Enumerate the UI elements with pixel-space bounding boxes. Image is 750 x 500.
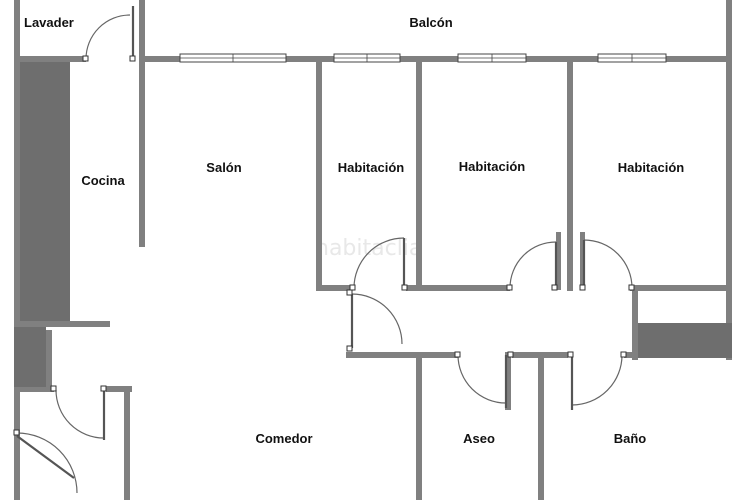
room-label-habitacion-3: Habitación <box>618 160 685 175</box>
wall-entry-right <box>124 386 130 500</box>
window-salon <box>179 53 287 63</box>
wall-hall-top-left <box>346 352 458 358</box>
window-bedroom-1 <box>333 53 401 63</box>
walls <box>14 0 732 500</box>
wall-entry-top-right <box>106 386 132 392</box>
door-corridor <box>346 289 403 352</box>
window-bedroom-2 <box>457 53 527 63</box>
room-label-salon: Salón <box>206 160 241 175</box>
wall-bedroom2-bottom <box>406 285 510 291</box>
room-label-bano: Baño <box>614 431 647 446</box>
door-lavader <box>82 6 136 62</box>
wall-entry-top-left <box>14 386 54 392</box>
room-label-habitacion-1: Habitación <box>338 160 405 175</box>
wall-entry-left <box>46 330 52 386</box>
wall-door-stub-left <box>556 232 561 290</box>
room-label-balcon: Balcón <box>409 15 452 30</box>
wall-comedor-aseo <box>416 352 422 500</box>
structural-column-right <box>638 323 732 358</box>
wall-kitchen-salon <box>139 0 145 247</box>
room-label-cocina: Cocina <box>81 173 125 188</box>
wall-bedroom1-bottom-a <box>316 285 352 291</box>
room-label-aseo: Aseo <box>463 431 495 446</box>
room-label-lavader: Lavader <box>24 15 74 30</box>
door-bedroom-2 <box>506 241 558 291</box>
wall-salon-bedroom1 <box>316 56 322 291</box>
door-aseo <box>454 351 514 408</box>
wall-balcony-bottom <box>139 56 732 62</box>
door-bedroom-1 <box>349 237 408 291</box>
wall-aseo-bano <box>538 352 544 500</box>
structural-column-left <box>14 327 46 387</box>
kitchen-counter <box>20 62 70 321</box>
wall-left-outer <box>14 60 20 500</box>
door-entry-upper <box>50 385 107 440</box>
window-bedroom-3 <box>597 53 667 63</box>
wall-door-stub-right <box>580 232 585 290</box>
door-entry-lower <box>13 429 78 494</box>
windows <box>179 53 667 63</box>
wall-kitchen-bottom <box>14 321 110 327</box>
watermark-text: habitaclia <box>315 236 422 261</box>
doors <box>13 6 635 494</box>
wall-bedroom2-bedroom3 <box>567 56 573 291</box>
room-label-habitacion-2: Habitación <box>459 159 526 174</box>
door-bedroom-3 <box>579 239 635 291</box>
room-label-comedor: Comedor <box>255 431 312 446</box>
wall-bedroom1-bedroom2 <box>416 56 422 291</box>
wall-left-top <box>14 0 20 60</box>
door-bano <box>567 351 627 410</box>
wall-right-outer <box>726 0 732 360</box>
wall-corridor-right <box>632 285 638 360</box>
wall-lavader-bottom-left <box>14 56 86 62</box>
wall-bedroom3-bottom <box>630 285 732 291</box>
wall-aseo-stub <box>505 352 511 410</box>
